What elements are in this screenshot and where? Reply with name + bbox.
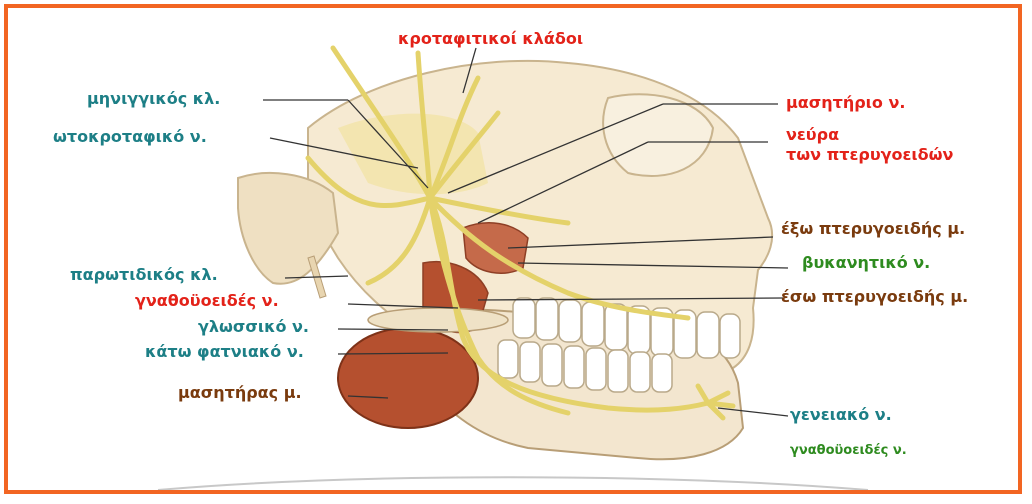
label-inferior-alveolar-nerve: κάτω φατνιακό ν. — [145, 343, 304, 361]
label-mylohyoid-nerve-right: γναθοϋοειδές ν. — [790, 442, 907, 460]
mastoid-region — [238, 173, 338, 284]
label-meningeal-branch: μηνιγγικός κλ. — [87, 90, 220, 108]
label-auriculotemporal-nerve: ωτοκροταφικό ν. — [53, 128, 207, 146]
label-lateral-pterygoid-muscle: έξω πτερυγοειδής μ. — [781, 220, 965, 238]
label-pterygoid-nerves-line2: των πτερυγοειδών — [786, 146, 953, 164]
label-pterygoid-nerves-line1: νεύρα — [786, 126, 839, 144]
label-lingual-nerve: γλωσσικό ν. — [198, 318, 309, 336]
masseter-muscle-cut — [338, 328, 478, 428]
label-parotid-branch: παρωτιδικός κλ. — [70, 266, 218, 284]
label-buccal-nerve: βυκανητικό ν. — [802, 254, 930, 272]
label-temporal-branches: κροταφιτικοί κλάδοι — [398, 30, 583, 48]
tongue-cut — [368, 308, 508, 332]
label-medial-pterygoid-muscle: έσω πτερυγοειδής μ. — [781, 288, 968, 306]
label-mental-nerve: γενειακό ν. — [790, 406, 892, 424]
label-masseteric-nerve: μασητήριο ν. — [786, 94, 905, 112]
frame-bottom-arc — [158, 477, 868, 490]
label-masseter-muscle: μασητήρας μ. — [178, 384, 302, 402]
label-mylohyoid-nerve-left: γναθοϋοειδές ν. — [135, 292, 279, 310]
figure-frame: κροταφιτικοί κλάδοι μηνιγγικός κλ. ωτοκρ… — [4, 4, 1022, 494]
